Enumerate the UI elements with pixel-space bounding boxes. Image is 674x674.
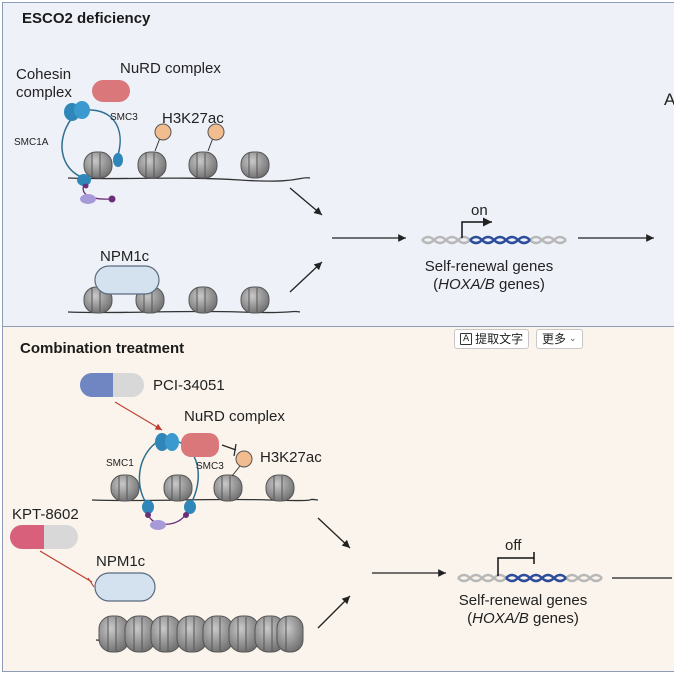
- kpt-8602-pill: [10, 525, 78, 549]
- top-panel-title: ESCO2 deficiency: [22, 10, 151, 27]
- smc1-label: SMC1: [106, 458, 134, 469]
- pci-34051-pill: [80, 373, 144, 397]
- genes-label-top-line1: Self-renewal genes: [424, 258, 554, 275]
- arrow-pci: [114, 401, 163, 431]
- dna-strand-top: [67, 177, 311, 182]
- genes-paren-bottom: (: [467, 610, 473, 627]
- kpt-8602-label: KPT-8602: [12, 506, 79, 523]
- hoxa-b-italic-top: HOXA/B: [438, 276, 495, 293]
- more-button[interactable]: 更多 ⌄: [536, 329, 583, 349]
- cohesin-ring-top: [61, 101, 123, 204]
- nurd-complex-bottom: [181, 433, 219, 457]
- nucleosome-group-bottom: [110, 474, 295, 502]
- h3k27ac-label-top: H3K27ac: [162, 110, 224, 127]
- nucleosome-group-top: [83, 151, 270, 179]
- smc3-label-top: SMC3: [110, 112, 138, 123]
- genes-rest-bottom: genes): [528, 610, 579, 627]
- genes-label-bottom-line2: (HOXA/B genes): [448, 610, 598, 627]
- more-label: 更多: [542, 332, 567, 346]
- h3k27ac-label-bottom: H3K27ac: [260, 449, 322, 466]
- inhibit-nurd: [221, 443, 237, 457]
- cohesin-label-line2: complex: [16, 84, 72, 101]
- extract-text-button[interactable]: A 提取文字: [454, 329, 530, 349]
- pci-34051-label: PCI-34051: [153, 377, 225, 394]
- cohesin-ring-bottom: [138, 433, 199, 530]
- dna-strand-top-lower: [67, 310, 301, 314]
- arrow-top-down: [289, 187, 323, 216]
- cropped-edge-text: A: [664, 90, 674, 109]
- smc1a-label: SMC1A: [14, 137, 49, 148]
- h3k27ac-marks-top: [154, 123, 225, 152]
- inhibit-kpt: [39, 550, 95, 588]
- npm1c-bottom: [94, 572, 156, 602]
- genes-label-top-line2: (HOXA/B genes): [414, 276, 564, 293]
- npm1c-top: [94, 265, 160, 295]
- nurd-label-top: NuRD complex: [120, 60, 221, 77]
- genes-paren-top: (: [433, 276, 439, 293]
- gene-dna-bottom: [457, 552, 603, 583]
- npm1c-label-bottom: NPM1c: [96, 553, 146, 570]
- bottom-panel-title: Combination treatment: [20, 340, 185, 357]
- genes-label-bottom-line1: Self-renewal genes: [458, 592, 588, 609]
- cohesin-label-line1: Cohesin: [16, 66, 72, 83]
- text-recognition-icon: A: [460, 333, 473, 345]
- h3k27ac-mark-bottom: [235, 450, 253, 468]
- extract-text-label: 提取文字: [475, 332, 524, 346]
- arrow-bottom-up: [317, 595, 351, 629]
- genes-rest-top: genes): [494, 276, 545, 293]
- npm1c-label-top: NPM1c: [100, 248, 150, 265]
- arrow-bottom-down: [317, 517, 351, 549]
- gene-state-off: off: [505, 537, 522, 554]
- chevron-down-icon: ⌄: [569, 334, 577, 344]
- dna-strand-bottom: [91, 498, 319, 502]
- gene-dna-top: [421, 217, 567, 245]
- nurd-complex-top: [92, 80, 130, 102]
- smc3-label-bottom: SMC3: [196, 461, 224, 472]
- gene-state-on: on: [471, 202, 488, 219]
- nurd-label-bottom: NuRD complex: [184, 408, 285, 425]
- compact-chromatin: [95, 615, 304, 653]
- hoxa-b-italic-bottom: HOXA/B: [472, 610, 529, 627]
- arrow-top-up: [289, 261, 323, 293]
